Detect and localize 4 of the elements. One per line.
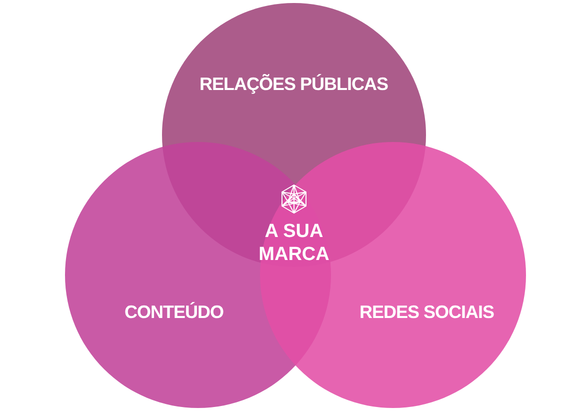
circle-label: CONTEÚDO	[124, 302, 224, 323]
circle-label: REDES SOCIAIS	[360, 302, 494, 323]
circle-label: RELAÇÕES PÚBLICAS	[200, 74, 388, 95]
center-label: A SUA MARCA	[258, 220, 330, 266]
